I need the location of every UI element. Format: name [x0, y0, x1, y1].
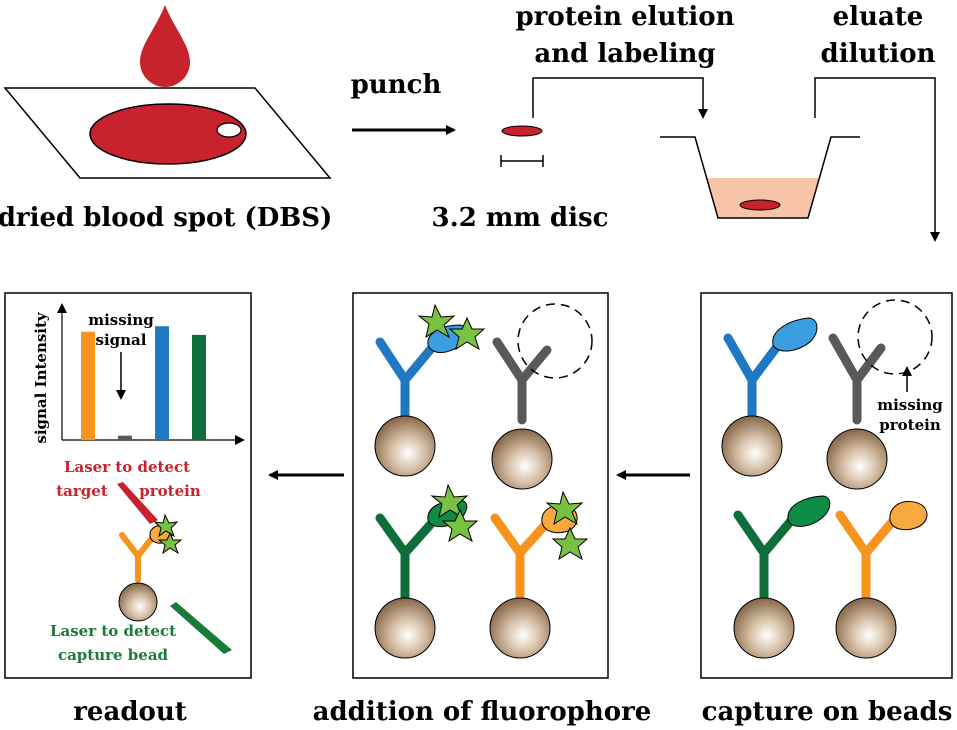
disc-in-well — [739, 199, 781, 211]
fluorophore-label: addition of fluorophore — [313, 697, 652, 727]
capture-green-unit — [733, 495, 831, 659]
scale-bar — [500, 155, 544, 167]
signal-bar-green — [192, 334, 206, 440]
elution-label-line1: protein elution — [515, 2, 734, 32]
y-axis-label: signal Intensity — [32, 311, 50, 444]
fluorophore-star-icon — [157, 531, 183, 555]
fluorophore-star-icon — [545, 490, 584, 526]
fluor-green-unit — [374, 483, 479, 659]
elution-label-line2: and labeling — [534, 39, 715, 69]
fluorophore-star-icon — [551, 526, 589, 561]
missing-signal-label-line1: missing — [88, 311, 154, 329]
punch-hole — [216, 122, 242, 138]
blue-protein — [772, 317, 818, 352]
capture-bead — [721, 415, 783, 477]
laser-target-label-line2b: protein — [139, 482, 201, 500]
laser-bead-label-line1: Laser to detect — [50, 622, 176, 640]
capture-bead — [733, 597, 795, 659]
elution-arrow — [532, 77, 708, 119]
dbs-label: dried blood spot (DBS) — [0, 203, 332, 233]
fluor-blue-unit — [374, 303, 486, 477]
capture-bead — [374, 597, 436, 659]
missing-signal-label-line2: signal — [96, 331, 147, 349]
missing-protein-circle — [857, 299, 933, 375]
fluor-gray-unit — [491, 303, 593, 490]
dilution-arrow — [814, 77, 940, 242]
capture-bead — [118, 582, 158, 622]
bead-laser-beam — [170, 602, 232, 654]
well-outline — [660, 136, 860, 219]
capture-bead — [835, 597, 897, 659]
capture-blue-unit — [721, 317, 818, 477]
signal-bar-orange — [81, 331, 95, 440]
signal-bar-blue — [155, 326, 169, 440]
capture-bead — [489, 597, 551, 659]
signal-chart: signal Intensity — [32, 303, 245, 445]
missing-protein-label-line2: protein — [879, 416, 941, 434]
laser-bead-label-line2: capture bead — [58, 646, 169, 664]
capture-bead — [491, 428, 553, 490]
target-laser-beam — [117, 482, 158, 524]
fluorophore-star-icon — [448, 316, 486, 351]
signal-bar-gray — [118, 435, 132, 440]
fluorophore-star-icon — [153, 513, 179, 538]
punched-disc — [501, 125, 543, 137]
capture-orange-unit — [835, 500, 928, 659]
fluorophore-star-icon — [441, 508, 479, 543]
blood-spot — [89, 103, 247, 165]
capture-label: capture on beads — [702, 697, 953, 727]
readout-label: readout — [73, 697, 187, 727]
fluorophore-star-icon — [417, 303, 456, 339]
dilution-label-line2: dilution — [821, 39, 936, 69]
dilution-label-line1: eluate — [833, 2, 924, 32]
blood-drop-icon — [140, 5, 190, 87]
fluorophore-star-icon — [430, 483, 469, 519]
capture-bead — [374, 415, 436, 477]
orange-protein — [889, 500, 928, 531]
missing-protein-circle — [517, 303, 593, 379]
readout-orange-unit — [118, 513, 183, 622]
laser-target-label-line2a: target — [56, 482, 108, 500]
green-protein — [787, 495, 831, 527]
fluor-orange-unit — [489, 490, 589, 659]
disc-label: 3.2 mm disc — [432, 203, 609, 233]
eluate-liquid — [706, 178, 820, 218]
capture-gray-unit — [826, 299, 933, 490]
punch-label: punch — [351, 70, 442, 100]
capture-bead — [826, 428, 888, 490]
missing-protein-label-line1: missing — [877, 396, 943, 414]
laser-target-label-line1: Laser to detect — [64, 458, 190, 476]
